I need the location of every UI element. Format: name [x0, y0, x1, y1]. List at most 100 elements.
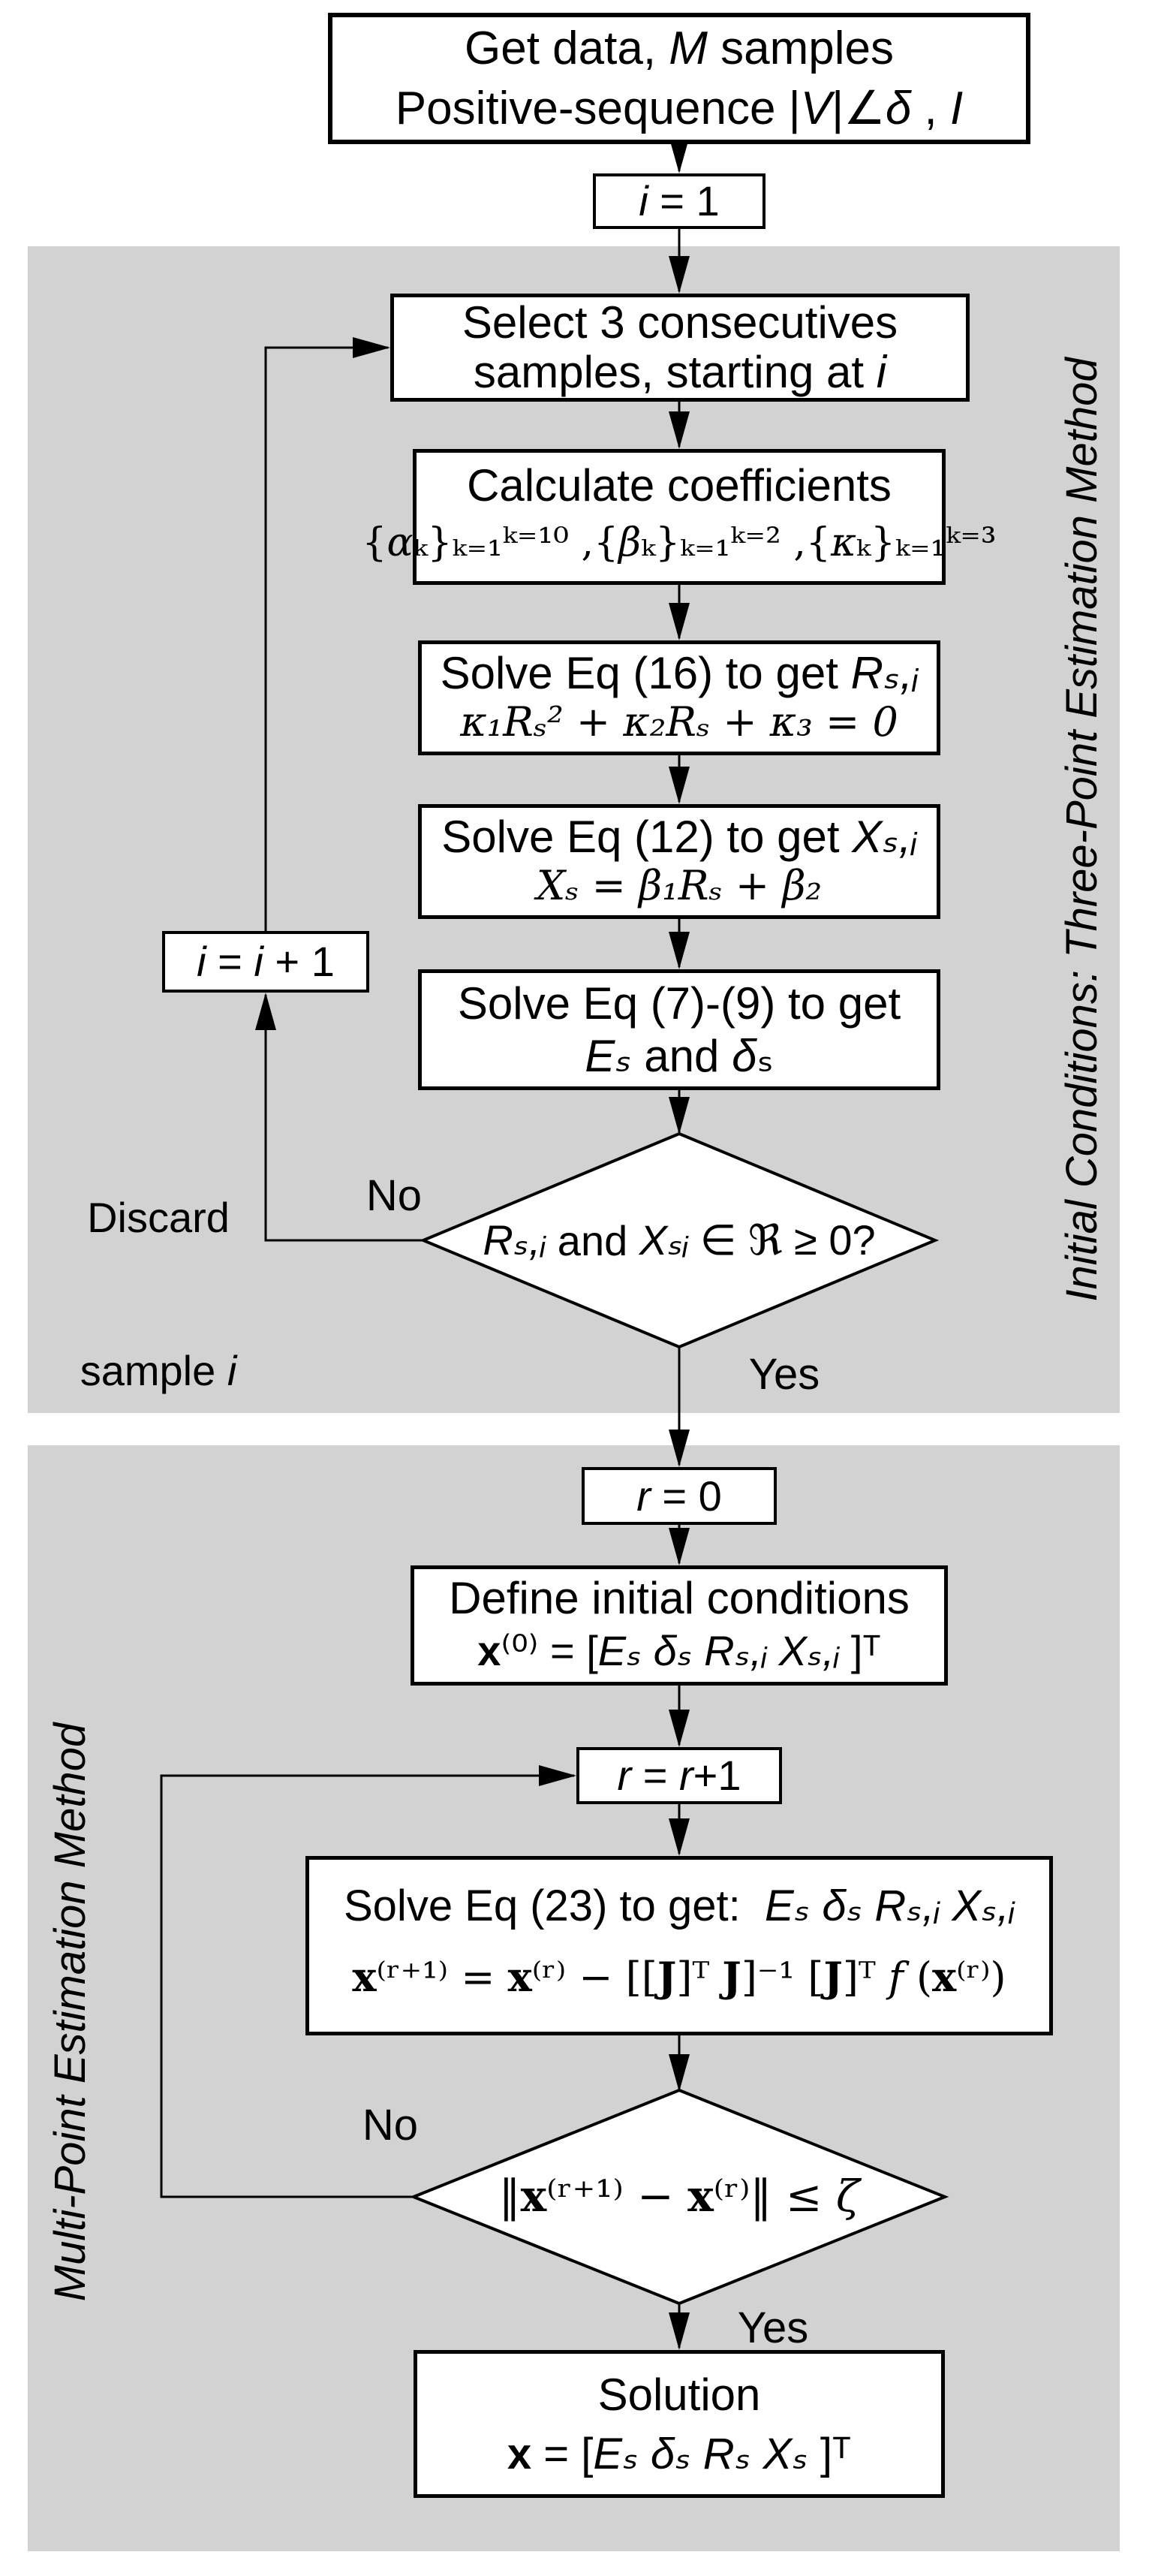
- text-run: Calculate coefficients: [467, 459, 892, 511]
- text-run: =: [631, 1752, 679, 1799]
- decision1-yes-label: Yes: [748, 1350, 820, 1399]
- arrowhead-select-to-calc: [669, 411, 690, 449]
- step-calc-coefficients: Calculate coefficients {αₖ}ₖ₌₁ᵏ⁼¹⁰ ,{βₖ}…: [362, 449, 997, 585]
- loop-no-decision1-lower: [264, 995, 423, 1242]
- text-run: M: [669, 22, 708, 74]
- text-run: Rₛ,ᵢ: [483, 1216, 546, 1264]
- step-select-samples: Select 3 consecutives samples, starting …: [390, 294, 970, 402]
- text-run: Xₛ = β₁Rₛ + β₂: [536, 861, 823, 909]
- step-solution: Solution x = [Eₛ δₛ Rₛ Xₛ ]ᵀ: [414, 2350, 945, 2498]
- eq12-line1: Solve Eq (12) to get Xₛ,ᵢ: [441, 812, 917, 861]
- text-run: i: [254, 938, 263, 985]
- discard-annotation-line1: Discard: [50, 1192, 267, 1243]
- text-run: Define initial conditions: [449, 1573, 910, 1623]
- select-line2: samples, starting at i: [474, 348, 886, 397]
- step-solve-eq23: Solve Eq (23) to get: Eₛ δₛ Rₛ,ᵢ Xₛ,ᵢ x⁽…: [305, 1856, 1053, 2035]
- i-init-line1: i = 1: [639, 177, 719, 225]
- discard-annotation-line2: sample i: [50, 1345, 267, 1396]
- arrowhead-iinit-to-select: [669, 256, 690, 294]
- text-run: Solve Eq (23) to get:: [343, 1882, 765, 1930]
- text-run: κ₁Rₛ² + κ₂Rₛ + κ₃ = 0: [460, 697, 898, 746]
- text-run: ]ᵀ: [808, 2429, 852, 2478]
- text-run: {: [362, 520, 387, 565]
- text-run: x: [932, 1953, 957, 2001]
- discard-sample-annotation: Discard sample i: [50, 1090, 267, 1499]
- arrowhead-eq12-to-eq79: [669, 932, 690, 969]
- arrowhead-eq23-to-decision2: [669, 2054, 690, 2092]
- text-run: =: [206, 938, 254, 985]
- text-run: ⁽ʳ⁺¹⁾ −: [546, 2171, 688, 2222]
- text-run: samples, starting at: [473, 347, 877, 397]
- text-run: δ: [732, 1030, 757, 1081]
- step-solve-eq16: Solve Eq (16) to get Rₛ,ᵢ κ₁Rₛ² + κ₂Rₛ +…: [418, 640, 940, 755]
- text-run: = 0: [650, 1472, 722, 1520]
- text-run: i: [197, 938, 206, 985]
- text-run: f: [888, 1954, 904, 2001]
- increment-r-line1: r = r+1: [618, 1752, 741, 1800]
- text-run: Solution: [597, 2369, 761, 2420]
- get-data-line1: Get data, M samples: [465, 19, 894, 79]
- text-run: x: [352, 1953, 377, 2001]
- eq16-line1: Solve Eq (16) to get Rₛ,ᵢ: [441, 649, 919, 697]
- arrowhead-eq16-to-eq12: [669, 767, 690, 804]
- increment-i-line1: i = i + 1: [197, 938, 335, 986]
- solution-line1: Solution: [598, 2365, 761, 2425]
- text-run: ⁽ʳ⁺¹⁾ =: [376, 1954, 508, 2001]
- text-run: ,: [911, 82, 950, 134]
- select-line1: Select 3 consecutives: [462, 298, 898, 348]
- text-run: ⁽⁰⁾ = [: [501, 1627, 598, 1674]
- arrowhead-incr-to-eq23: [669, 1818, 690, 1856]
- text-run: samples: [707, 22, 895, 74]
- text-run: i: [227, 1347, 237, 1394]
- text-run: x: [507, 1953, 532, 2001]
- step-solve-eq79: Solve Eq (7)-(9) to get Eₛ and δₛ: [418, 969, 940, 1090]
- arrowhead-define-to-incr: [669, 1710, 690, 1747]
- text-run: ₖ}ₖ₌₁ᵏ⁼³: [856, 520, 997, 565]
- r-init-line1: r = 0: [636, 1472, 722, 1520]
- text-run: J: [657, 1953, 677, 2001]
- text-run: ⁽ʳ⁾): [956, 1954, 1006, 2001]
- arrowhead-decision2-to-solution: [669, 2312, 690, 2350]
- text-run: and: [631, 1030, 732, 1081]
- eq16-line2-equation: κ₁Rₛ² + κ₂Rₛ + κ₃ = 0: [460, 697, 898, 747]
- text-run: δ: [885, 82, 912, 134]
- arrowhead-into-increment-i: [255, 993, 276, 1030]
- text-run: + 1: [263, 938, 335, 985]
- text-run: κ: [830, 520, 857, 565]
- text-run: α: [387, 520, 414, 565]
- step-r-init: r = 0: [582, 1467, 777, 1525]
- decision1-diamond: [419, 1131, 940, 1349]
- text-run: ]ᵀ: [842, 1954, 889, 2001]
- text-run: ⁽ʳ⁾ − [[: [531, 1954, 657, 2001]
- arrowhead-rinit-to-define: [669, 1528, 690, 1565]
- arrowhead-eq79-to-decision1: [669, 1097, 690, 1134]
- text-run: x: [520, 2171, 547, 2222]
- text-run: (: [903, 1954, 933, 2001]
- get-data-line2: Positive-sequence |V|∠δ , I: [396, 79, 963, 139]
- arrowhead-into-increment-r: [539, 1765, 576, 1786]
- decision2-no-label: No: [362, 2101, 419, 2150]
- multi-point-region-label: Multi-Point Estimation Method: [46, 1722, 95, 2302]
- eq23-line2-equation: x⁽ʳ⁺¹⁾ = x⁽ʳ⁾ − [[J]ᵀ J]⁻¹ [J]ᵀ f (x⁽ʳ⁾): [352, 1938, 1006, 2017]
- arrowhead-decision1-to-rinit: [669, 1430, 690, 1467]
- arrowhead-calc-to-eq16: [669, 603, 690, 640]
- solution-line2-equation: x = [Eₛ δₛ Rₛ Xₛ ]ᵀ: [507, 2425, 851, 2484]
- text-run: ₖ}ₖ₌₁ᵏ⁼² ,{: [641, 520, 831, 565]
- text-run: Eₛ: [585, 1030, 632, 1081]
- text-run: x: [507, 2429, 532, 2478]
- text-run: Get data,: [464, 22, 669, 74]
- text-run: = 1: [648, 177, 720, 224]
- text-run: ]ᵀ: [676, 1954, 723, 2001]
- step-i-init: i = 1: [593, 173, 765, 229]
- calc-line2-equation: {αₖ}ₖ₌₁ᵏ⁼¹⁰ ,{βₖ}ₖ₌₁ᵏ⁼² ,{κₖ}ₖ₌₁ᵏ⁼³: [362, 511, 996, 574]
- text-run: J: [823, 1953, 843, 2001]
- arrowhead-getdata-to-iinit: [669, 136, 690, 173]
- text-run: J: [722, 1953, 741, 2001]
- text-run: ₖ}ₖ₌₁ᵏ⁼¹⁰ ,{: [413, 520, 619, 565]
- text-run: x: [477, 1627, 501, 1674]
- text-run: = [: [531, 2429, 594, 2478]
- text-run: ]⁻¹ [: [741, 1954, 824, 2001]
- text-run: Eₛ δₛ Rₛ Xₛ: [593, 2429, 808, 2478]
- loop-no-decision2: [160, 1774, 574, 2198]
